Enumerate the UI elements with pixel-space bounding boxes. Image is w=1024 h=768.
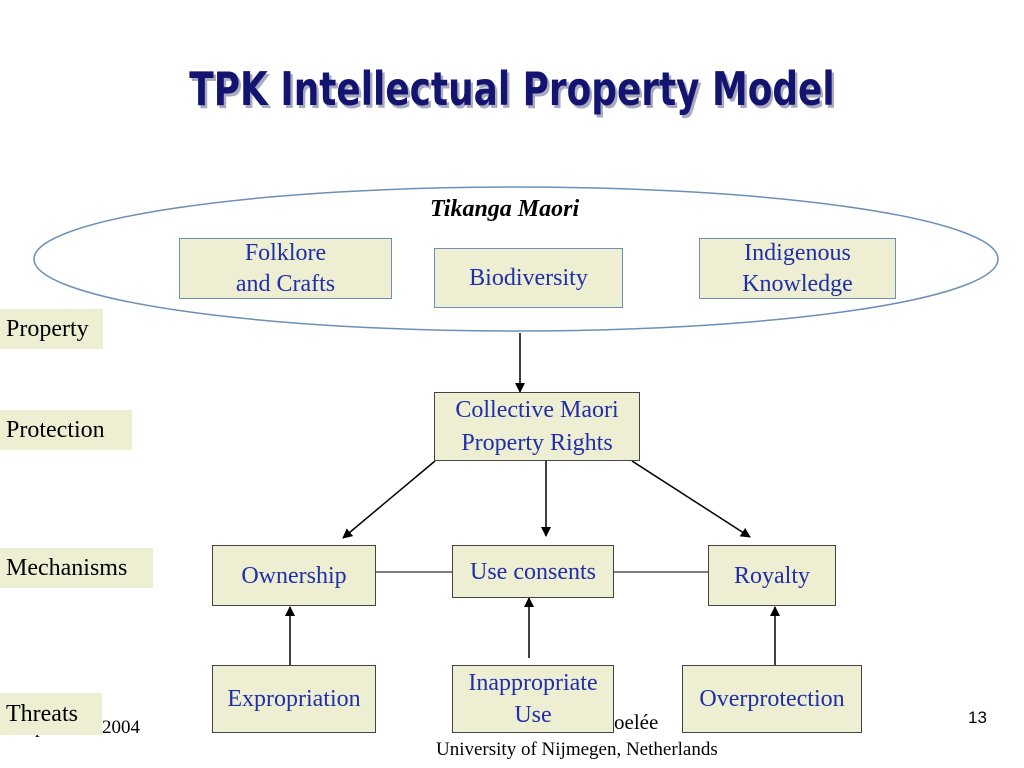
- label-protection: Protection: [0, 410, 132, 450]
- label-mechanisms: Mechanisms: [0, 548, 153, 588]
- page-title: TPK Intellectual Property Model: [189, 62, 835, 116]
- ownership-box: Ownership: [212, 545, 376, 606]
- expropriation-box: Expropriation: [212, 665, 376, 733]
- ownership-label: Ownership: [241, 562, 347, 589]
- collective-line1: Collective Maori: [455, 396, 619, 423]
- use-consents-box: Use consents: [452, 545, 614, 598]
- arrow-central-to-royalty: [631, 460, 751, 538]
- biodiversity-label: Biodiversity: [469, 265, 588, 291]
- inappropriate-use-box: Inappropriate Use: [452, 665, 614, 733]
- biodiversity-box: Biodiversity: [434, 248, 623, 308]
- label-threats: Threats: [0, 693, 102, 735]
- ellipse-label: Tikanga Maori: [430, 196, 580, 222]
- collective-line2: Property Rights: [461, 429, 613, 456]
- collective-rights-box: Collective Maori Property Rights: [434, 392, 640, 461]
- royalty-box: Royalty: [708, 545, 836, 606]
- indigenous-line2: Knowledge: [742, 270, 853, 297]
- inappropriate-line1: Inappropriate: [468, 670, 598, 696]
- arrow-central-to-ownership: [342, 460, 436, 539]
- indigenous-line1: Indigenous: [744, 239, 851, 266]
- indigenous-knowledge-box: Indigenous Knowledge: [699, 238, 896, 299]
- label-property: Property: [0, 309, 103, 349]
- royalty-label: Royalty: [734, 562, 810, 589]
- overprotection-box: Overprotection: [682, 665, 862, 733]
- use-consents-label: Use consents: [470, 558, 596, 585]
- tikanga-ellipse: [33, 186, 999, 332]
- expropriation-label: Expropriation: [227, 686, 361, 712]
- footer-institution: University of Nijmegen, Netherlands: [436, 739, 718, 760]
- folklore-box: Folklore and Crafts: [179, 238, 392, 299]
- folklore-line1: Folklore: [244, 239, 327, 266]
- inappropriate-line2: Use: [514, 702, 552, 728]
- folklore-line2: and Crafts: [235, 270, 336, 297]
- page-number: 13: [968, 708, 987, 727]
- overprotection-label: Overprotection: [699, 686, 845, 712]
